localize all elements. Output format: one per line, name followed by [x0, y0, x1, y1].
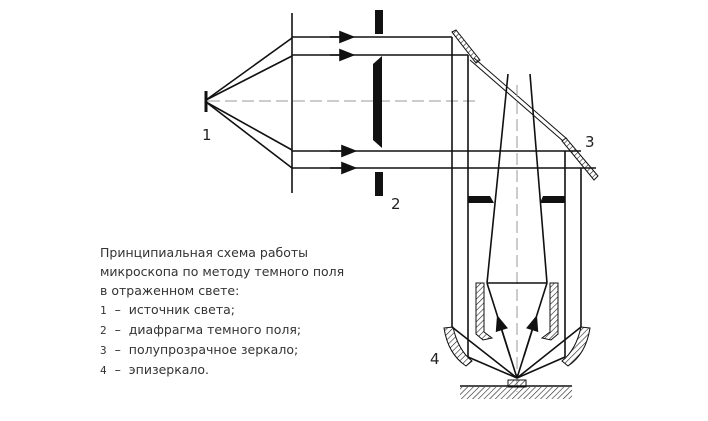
legend-item: 3 – полупрозрачное зеркало;: [100, 342, 299, 357]
caption-title-line: в отраженном свете:: [100, 283, 240, 298]
legend-item: 4 – эпизеркало.: [100, 362, 210, 377]
label-epimirror: 4: [430, 350, 440, 368]
mirror-upper: [451, 29, 481, 64]
label-mirror: 3: [585, 133, 595, 151]
dark-field-diaphragm: [373, 10, 383, 196]
legend-item: 2 – диафрагма темного поля;: [100, 322, 302, 337]
label-diaphragm: 2: [391, 195, 401, 213]
caption-title-line: Принципиальная схема работы: [100, 245, 309, 260]
mirror-lower: [561, 137, 599, 181]
legend-item: 1 – источник света;: [100, 302, 235, 317]
semi-transparent-mirror: [469, 59, 564, 142]
label-source: 1: [202, 126, 212, 144]
epimirror-left: [443, 326, 473, 367]
caption-title-line: микроскопа по методу темного поля: [100, 264, 345, 279]
caption: Принципиальная схема работы микроскопа п…: [100, 243, 344, 380]
epimirror-right: [561, 326, 591, 367]
